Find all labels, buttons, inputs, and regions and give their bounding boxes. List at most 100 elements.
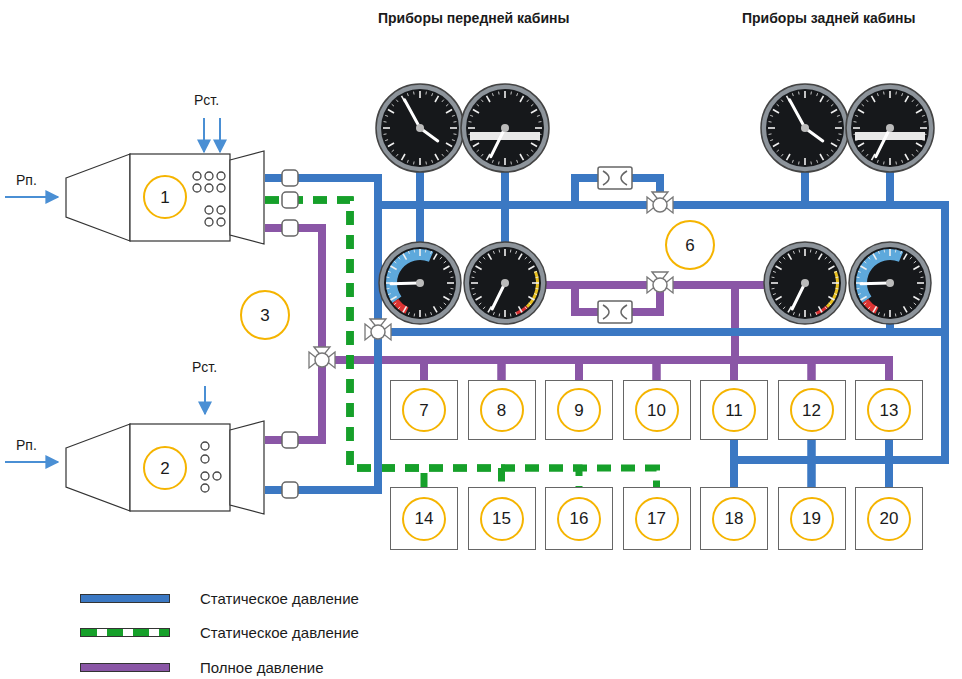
gauge: [895, 314, 897, 317]
gauge: [538, 121, 541, 123]
gauge: [384, 121, 387, 123]
section-heading: Приборы передней кабины: [378, 10, 569, 26]
restrictor: [603, 305, 627, 319]
gauge: [469, 133, 472, 135]
gauge: [537, 140, 540, 141]
gauge: [449, 294, 452, 295]
gauge: [510, 250, 512, 253]
gauge: [525, 257, 527, 259]
gauge: [504, 158, 506, 165]
gauge: [476, 266, 482, 270]
gauge: [902, 160, 903, 163]
gauge: [464, 242, 546, 324]
gauge: [801, 124, 809, 132]
pitot-static-probe: 1: [65, 150, 265, 245]
gauge: [393, 299, 409, 314]
gauge: [414, 314, 416, 317]
gauge: [855, 140, 858, 141]
callout-number: 3: [260, 307, 269, 324]
callout-ring: 14: [402, 497, 446, 541]
callout-number: 9: [574, 402, 583, 419]
gauge: [535, 127, 542, 129]
gauge: [525, 307, 527, 309]
connector-layer: [265, 178, 945, 490]
callout-ring: 12: [790, 388, 834, 432]
static-pipe: [416, 172, 424, 242]
total-pressure-pipe: [731, 285, 739, 360]
gauge: [531, 150, 533, 152]
gauge: [407, 93, 408, 96]
gauge: [923, 121, 926, 123]
static-pipe: [378, 172, 945, 332]
airflow-arrow: [5, 461, 58, 463]
gauge: [384, 247, 456, 319]
callout-circle: 3: [240, 290, 290, 340]
gauge: [472, 288, 475, 290]
gauge: [916, 143, 922, 147]
callout-ring: 20: [867, 497, 911, 541]
callout-number: 13: [880, 402, 899, 419]
gauge: [790, 100, 805, 128]
gauge: [884, 250, 886, 253]
legend-swatch: [80, 594, 170, 603]
gauge: [534, 294, 537, 295]
gauge: [889, 158, 891, 165]
gauge: [810, 161, 812, 164]
gauge: [849, 242, 931, 324]
legend-swatch: [80, 628, 170, 637]
gauge: [515, 306, 528, 315]
probe-outline-part: [205, 184, 213, 192]
gauge: [827, 100, 829, 102]
probe-outline-part: [193, 172, 201, 180]
gauge: [376, 84, 464, 172]
gauge: [434, 254, 438, 260]
gauge: [499, 314, 501, 317]
gauge: [493, 312, 494, 315]
gauge: [819, 306, 823, 312]
pressure-label: Рст.: [194, 92, 219, 108]
legend-text: Статическое давление: [200, 624, 359, 641]
gauge: [895, 92, 897, 95]
probe-outline-part: [66, 424, 130, 511]
gauge: [825, 257, 827, 259]
gauge: [826, 271, 839, 308]
probe-outline-part: [217, 172, 225, 180]
gauge: [385, 115, 388, 116]
gauge: [849, 242, 931, 324]
gauge: [773, 294, 776, 295]
gauge: [479, 303, 481, 305]
gauge: [773, 271, 776, 272]
legend-swatch: [80, 663, 170, 672]
airflow-arrow: [219, 118, 221, 152]
callout-number: 15: [492, 510, 511, 527]
gauge: [921, 277, 924, 279]
gauge: [773, 143, 779, 147]
total-pressure-line: [265, 360, 734, 440]
gauge: [444, 303, 446, 305]
callout-ring: 9: [557, 388, 601, 432]
gauge: [877, 93, 878, 96]
unit-box: 19: [778, 487, 846, 550]
gauge: [863, 299, 879, 314]
airflow-arrow: [204, 386, 206, 414]
gauge: [498, 92, 500, 95]
gauge: [792, 283, 805, 309]
gauge: [405, 100, 420, 128]
gauge: [831, 110, 837, 114]
dash-underlay: [265, 200, 424, 487]
probe-outline-part: [230, 151, 264, 244]
gauge: [425, 314, 427, 317]
gauge: [526, 271, 539, 308]
static-pressure-line: [265, 200, 502, 487]
legend-item: Статическое давление: [80, 621, 359, 643]
gauge: [919, 271, 922, 272]
gauge: [388, 271, 391, 272]
gauge: [817, 93, 818, 96]
gauge: [446, 104, 448, 106]
gauge: [520, 154, 524, 160]
gauge: [387, 288, 390, 290]
gauge: [857, 277, 860, 279]
gauge: [469, 247, 541, 319]
gauge: [829, 261, 831, 263]
gauge: [516, 251, 517, 254]
